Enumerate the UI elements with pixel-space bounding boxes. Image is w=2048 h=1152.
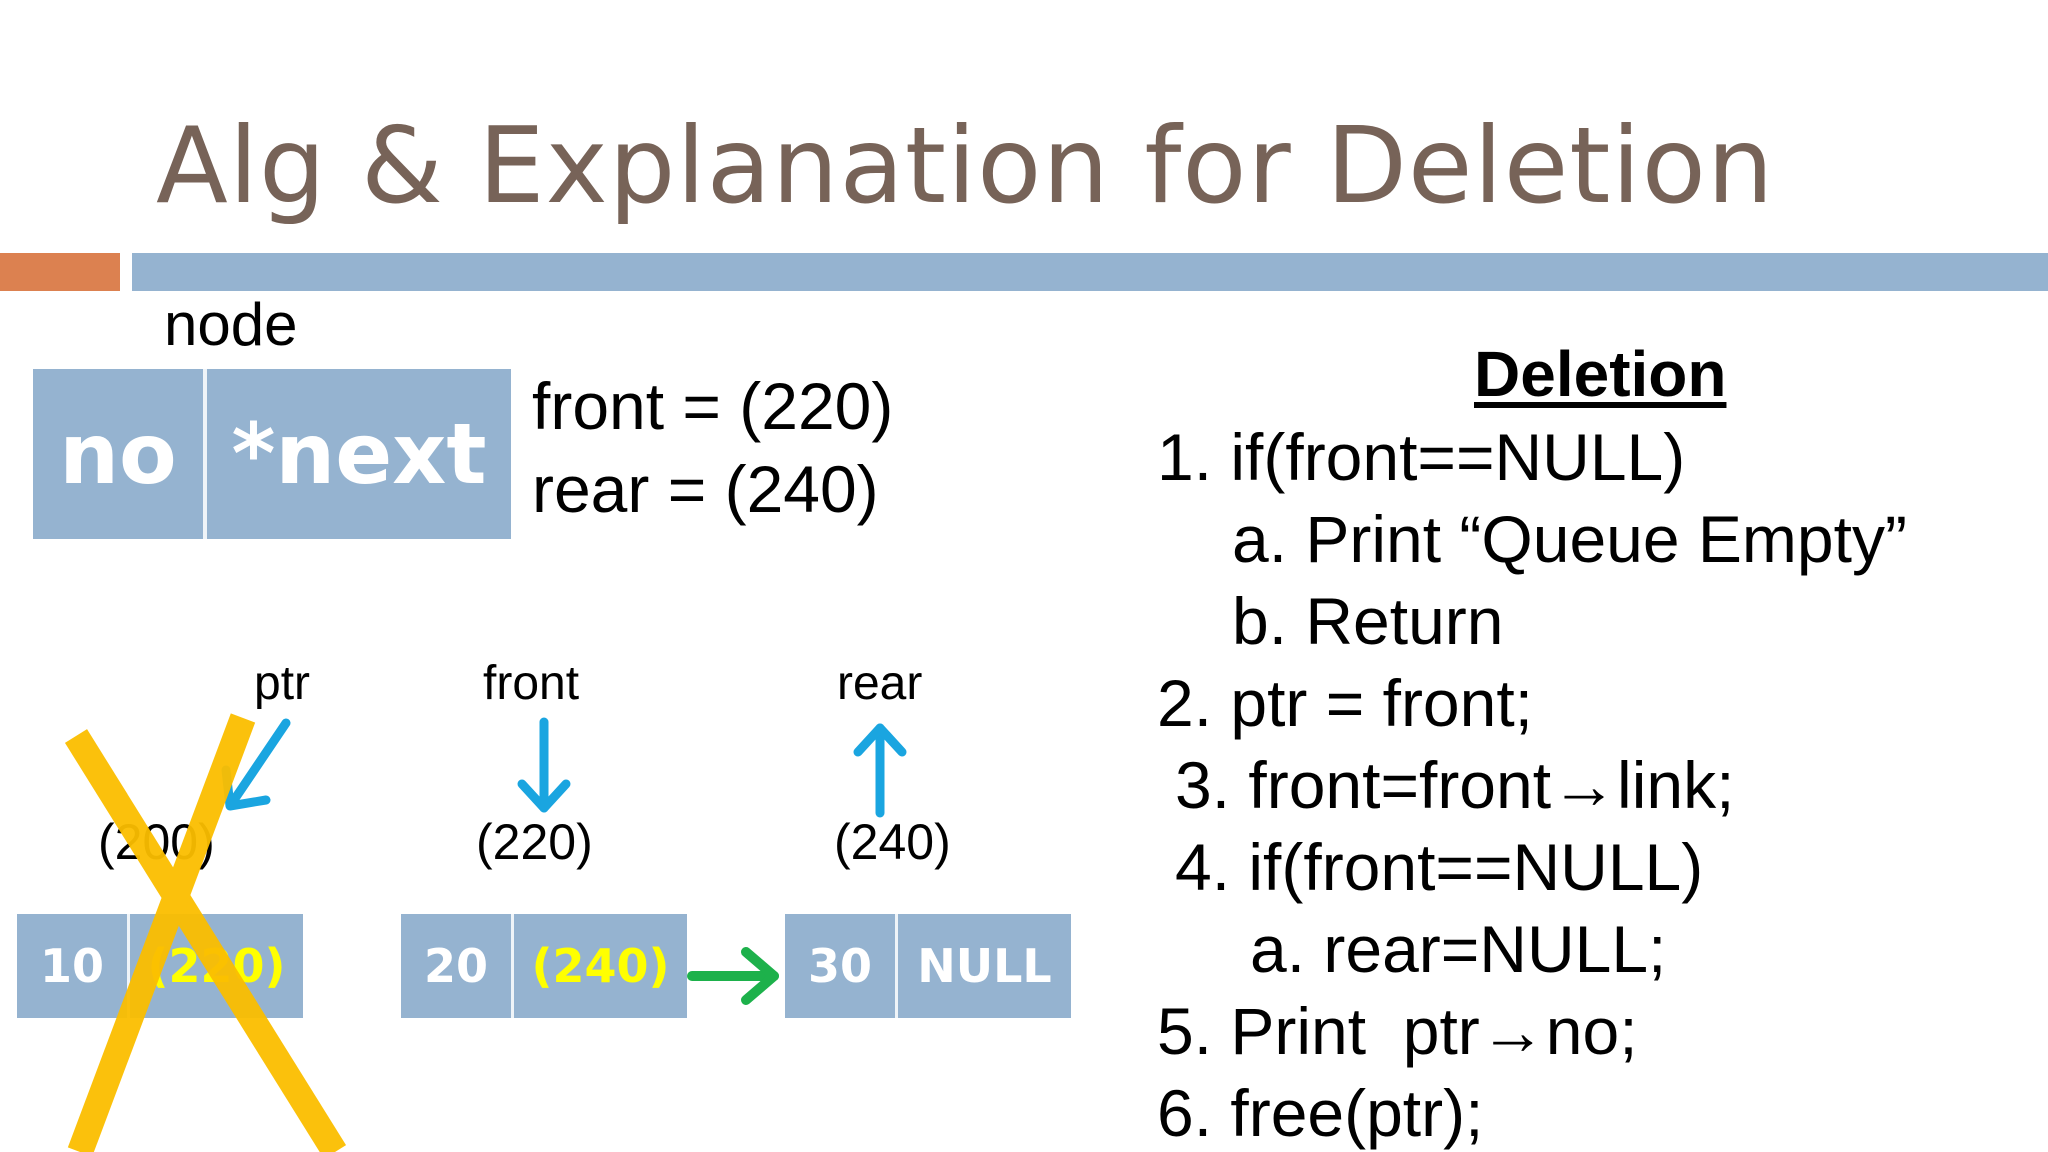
algorithm-step-6: 6. free(ptr); <box>1157 1076 1484 1150</box>
node-1-next: (220) <box>147 939 286 993</box>
rear-value: rear = (240) <box>532 452 879 526</box>
algorithm-step-2: 2. ptr = front; <box>1157 666 1534 740</box>
node-3-divider <box>895 914 898 1018</box>
algorithm-step-3: 3. front=front→link; <box>1175 748 1735 822</box>
node-2-divider <box>511 914 514 1018</box>
node-3-next: NULL <box>917 939 1052 993</box>
ptr-arrow-icon <box>221 718 291 811</box>
algorithm-step-1b: b. Return <box>1232 584 1504 658</box>
algorithm-step-1a: a. Print “Queue Empty” <box>1232 502 1907 576</box>
front-label: front <box>483 657 580 710</box>
node-2-value: 20 <box>423 939 488 993</box>
algorithm-step-1: 1. if(front==NULL) <box>1157 420 1686 494</box>
algorithm-step-4: 4. if(front==NULL) <box>1175 830 1704 904</box>
ptr-label: ptr <box>254 657 311 710</box>
legend-field-no: no <box>59 405 177 503</box>
node-2-next: (240) <box>531 939 670 993</box>
legend-divider <box>203 369 207 539</box>
rear-arrow-icon <box>853 723 907 818</box>
node-3-value: 30 <box>807 939 872 993</box>
legend-field-next: *next <box>231 405 487 503</box>
node-1-address: (200) <box>98 814 215 870</box>
algorithm-heading: Deletion <box>1474 338 1727 410</box>
accent-bar-blue <box>132 253 2048 291</box>
link-arrow-icon <box>687 947 779 1005</box>
node-structure-legend: no *next <box>33 369 511 539</box>
front-arrow-icon <box>517 717 571 813</box>
node-3-address: (240) <box>834 814 951 870</box>
algorithm-step-5: 5. Print ptr→no; <box>1157 994 1638 1068</box>
list-node-3: 30 NULL <box>785 914 1071 1018</box>
node-2-address: (220) <box>476 814 593 870</box>
front-value: front = (220) <box>532 369 894 443</box>
slide-title: Alg & Explanation for Deletion <box>156 105 1775 227</box>
node-label: node <box>164 291 298 358</box>
node-1-value: 10 <box>39 939 104 993</box>
accent-bar-orange <box>0 253 120 291</box>
list-node-1: 10 (220) <box>17 914 303 1018</box>
algorithm-step-4a: a. rear=NULL; <box>1250 912 1667 986</box>
rear-label: rear <box>837 657 923 710</box>
list-node-2: 20 (240) <box>401 914 687 1018</box>
